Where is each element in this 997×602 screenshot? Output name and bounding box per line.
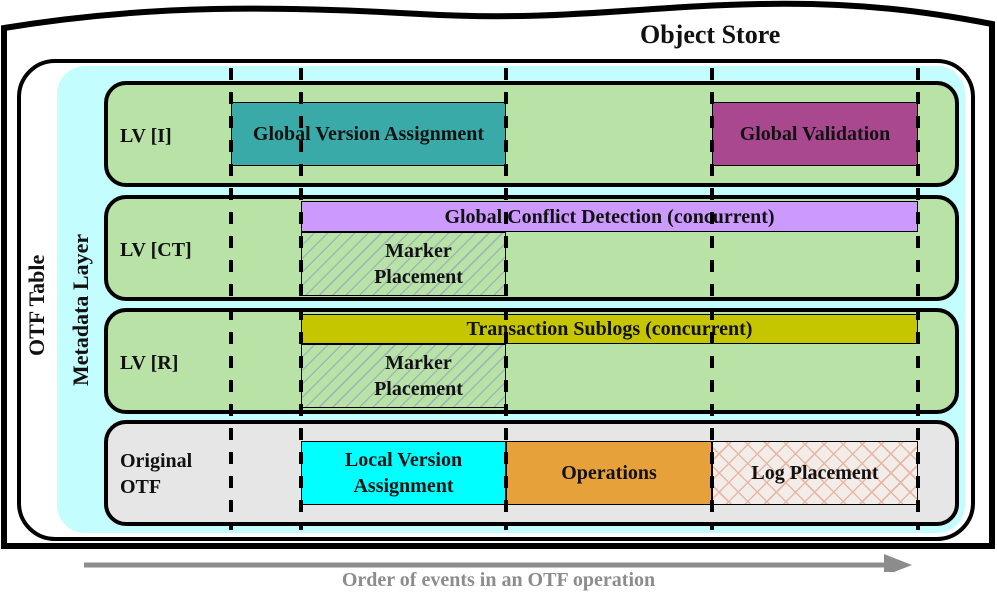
row-label-original-otf: Original OTF (120, 450, 193, 498)
order-arrow-caption: Order of events in an OTF operation (341, 569, 656, 591)
global-conflict-detection-block: Global Conflict Detection (concurrent) (301, 201, 918, 232)
marker-placement-r-block: Marker Placement (301, 344, 506, 408)
order-arrow (84, 554, 912, 572)
row-label-lv-i: LV [I] (120, 125, 172, 147)
transaction-sublogs-block: Transaction Sublogs (concurrent) (301, 314, 918, 344)
global-validation-block: Global Validation (712, 102, 918, 166)
local-version-assignment-block: Local Version Assignment (301, 441, 506, 505)
global-version-assignment-block: Global Version Assignment (231, 102, 506, 166)
operations-block: Operations (506, 441, 712, 505)
row-label-lv-r: LV [R] (120, 352, 179, 374)
marker-placement-ct-block: Marker Placement (301, 232, 506, 296)
row-label-lv-ct: LV [CT] (120, 239, 192, 261)
order-arrow-head (884, 554, 912, 572)
otf-table-label: OTF Table (24, 254, 49, 356)
log-placement-block: Log Placement (712, 441, 918, 505)
metadata-layer-label: Metadata Layer (68, 233, 93, 386)
object-store-title: Object Store (640, 20, 781, 49)
